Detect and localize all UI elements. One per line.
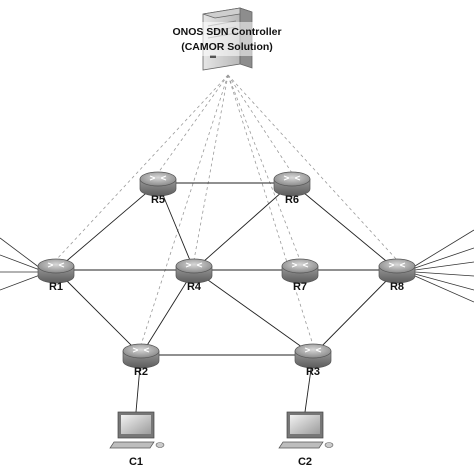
external-links-left (0, 237, 41, 291)
router-label: R2 (134, 366, 148, 378)
control-links (55, 74, 398, 346)
router-r3[interactable]: R3 (294, 343, 332, 378)
router-icon (281, 258, 319, 284)
router-icon (139, 171, 177, 197)
computer-icon (109, 411, 165, 449)
router-icon (378, 258, 416, 284)
control-link-r3 (227, 74, 314, 346)
control-link-r6 (227, 74, 293, 174)
router-r5[interactable]: R5 (139, 171, 177, 206)
link-r6-r4 (193, 182, 293, 271)
router-label: R8 (390, 281, 404, 293)
data-links (55, 182, 398, 413)
host-label: C1 (129, 456, 143, 468)
router-r2[interactable]: R2 (122, 343, 160, 378)
router-label: R7 (293, 281, 307, 293)
host-label: C2 (298, 456, 312, 468)
router-r4[interactable]: R4 (175, 258, 213, 293)
router-r7[interactable]: R7 (281, 258, 319, 293)
controller-subtitle: (CAMOR Solution) (181, 41, 273, 53)
control-link-r2 (140, 74, 229, 346)
router-icon (37, 258, 75, 284)
link-r4-r2 (140, 269, 195, 356)
link-r1-r5 (55, 182, 159, 271)
router-icon (294, 343, 332, 369)
computer-icon (278, 411, 334, 449)
external-links-right (414, 229, 474, 303)
link-r6-r8 (291, 182, 398, 271)
link-r1-r2 (55, 269, 142, 356)
host-c1[interactable]: C1 (109, 411, 165, 468)
host-c2[interactable]: C2 (278, 411, 334, 468)
control-link-r4 (193, 74, 229, 261)
router-icon (122, 343, 160, 369)
router-label: R5 (151, 194, 165, 206)
router-label: R1 (49, 281, 63, 293)
link-r3-r8 (312, 269, 398, 356)
router-icon (273, 171, 311, 197)
router-label: R4 (187, 281, 202, 293)
router-r8[interactable]: R8 (378, 258, 416, 293)
router-label: R6 (285, 194, 299, 206)
controller-title: ONOS SDN Controller (172, 26, 281, 38)
control-link-r1 (55, 74, 229, 261)
link-r4-r3 (193, 269, 314, 356)
router-label: R3 (306, 366, 320, 378)
control-link-r5 (157, 74, 229, 174)
control-link-r7 (227, 74, 301, 261)
hosts: C1 C2 (109, 411, 334, 468)
link-r5-r4 (157, 182, 195, 271)
router-r1[interactable]: R1 (37, 258, 75, 293)
router-r6[interactable]: R6 (273, 171, 311, 206)
sdn-controller[interactable]: ONOS SDN Controller (CAMOR Solution) (172, 7, 282, 71)
router-icon (175, 258, 213, 284)
control-link-r8 (227, 74, 398, 261)
